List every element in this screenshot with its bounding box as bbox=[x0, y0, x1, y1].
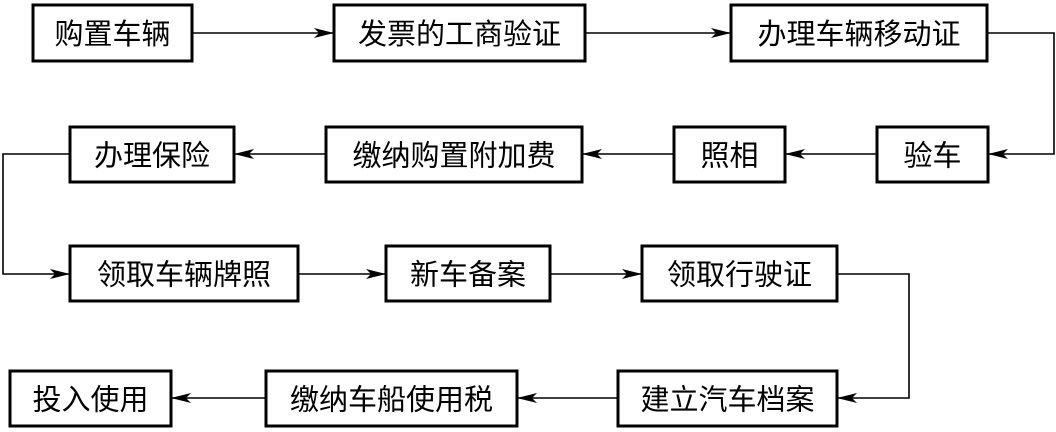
node-label: 新车备案 bbox=[410, 258, 526, 292]
node-pay-vehicle-tax: 缴纳车船使用税 bbox=[264, 369, 519, 428]
node-vehicle-inspection: 验车 bbox=[875, 125, 990, 184]
node-box bbox=[31, 3, 194, 63]
node-vehicle-file: 建立汽车档案 bbox=[616, 369, 839, 428]
node-box bbox=[8, 369, 173, 428]
arrow-vehicle-transfer-permit-to-vehicle-inspection bbox=[987, 32, 1055, 159]
node-new-vehicle-registration: 新车备案 bbox=[384, 244, 552, 303]
node-label: 办理车辆移动证 bbox=[757, 17, 960, 51]
node-box bbox=[640, 244, 839, 303]
node-box bbox=[729, 3, 989, 63]
node-label: 缴纳购置附加费 bbox=[352, 139, 555, 173]
node-box bbox=[68, 125, 236, 184]
node-label: 领取行驶证 bbox=[667, 258, 812, 292]
node-get-license-plate: 领取车辆牌照 bbox=[68, 244, 300, 303]
node-label: 发票的工商验证 bbox=[358, 17, 561, 51]
flow-edges bbox=[2, 28, 1055, 403]
arrow-insurance-to-get-license-plate bbox=[2, 153, 70, 279]
node-box bbox=[616, 369, 839, 428]
node-box bbox=[332, 3, 587, 63]
node-label: 验车 bbox=[903, 139, 961, 173]
node-label: 照相 bbox=[700, 139, 758, 173]
node-get-driving-license: 领取行驶证 bbox=[640, 244, 839, 303]
node-box bbox=[264, 369, 519, 428]
node-box bbox=[875, 125, 990, 184]
node-label: 投入使用 bbox=[32, 383, 148, 417]
node-label: 建立汽车档案 bbox=[640, 383, 814, 417]
node-insurance: 办理保险 bbox=[68, 125, 236, 184]
node-pay-purchase-surcharge: 缴纳购置附加费 bbox=[324, 125, 584, 184]
node-vehicle-transfer-permit: 办理车辆移动证 bbox=[729, 3, 989, 63]
node-label: 购置车辆 bbox=[54, 17, 170, 51]
node-box bbox=[384, 244, 552, 303]
node-put-into-use: 投入使用 bbox=[8, 369, 173, 428]
node-box bbox=[68, 244, 300, 303]
node-buy-vehicle: 购置车辆 bbox=[31, 3, 194, 63]
node-label: 领取车辆牌照 bbox=[97, 258, 271, 292]
arrow-get-driving-license-to-vehicle-file bbox=[837, 273, 910, 403]
node-box bbox=[324, 125, 584, 184]
node-label: 办理保险 bbox=[94, 139, 210, 173]
node-label: 缴纳车船使用税 bbox=[290, 383, 493, 417]
node-invoice-verification: 发票的工商验证 bbox=[332, 3, 587, 63]
node-photo: 照相 bbox=[672, 125, 787, 184]
node-box bbox=[672, 125, 787, 184]
